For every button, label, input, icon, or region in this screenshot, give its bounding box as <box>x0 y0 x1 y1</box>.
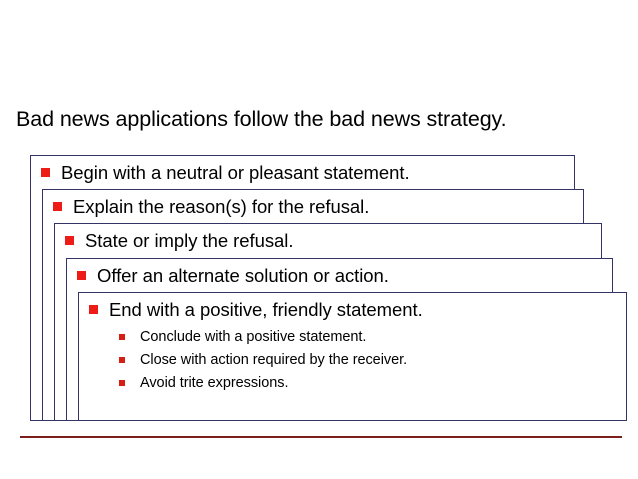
red-square-bullet-small-icon <box>119 334 125 340</box>
sub-point-2-label: Close with action required by the receiv… <box>140 352 408 368</box>
step-3-label: State or imply the refusal. <box>85 230 294 251</box>
page-title: Bad news applications follow the bad new… <box>16 107 507 131</box>
red-square-bullet-icon <box>41 168 50 177</box>
step-5-line: End with a positive, friendly statement. <box>89 298 620 322</box>
sub-point-item: Avoid trite expressions. <box>119 372 620 395</box>
red-square-bullet-icon <box>53 202 62 211</box>
step-box-5[interactable]: End with a positive, friendly statement.… <box>78 292 627 421</box>
red-square-bullet-icon <box>65 236 74 245</box>
step-2-label: Explain the reason(s) for the refusal. <box>73 196 370 217</box>
step-3-line: State or imply the refusal. <box>65 229 595 253</box>
sub-point-item: Conclude with a positive statement. <box>119 326 620 349</box>
footer-divider <box>20 436 622 438</box>
sub-point-1-label: Conclude with a positive statement. <box>140 329 367 345</box>
red-square-bullet-icon <box>77 271 86 280</box>
sub-point-3-label: Avoid trite expressions. <box>140 375 289 391</box>
red-square-bullet-icon <box>89 305 98 314</box>
red-square-bullet-small-icon <box>119 380 125 386</box>
step-4-line: Offer an alternate solution or action. <box>77 264 606 288</box>
sub-point-item: Close with action required by the receiv… <box>119 349 620 372</box>
step-5-label: End with a positive, friendly statement. <box>109 299 423 320</box>
step-4-label: Offer an alternate solution or action. <box>97 265 389 286</box>
sub-point-list: Conclude with a positive statement. Clos… <box>119 326 620 395</box>
step-1-label: Begin with a neutral or pleasant stateme… <box>61 162 410 183</box>
step-2-line: Explain the reason(s) for the refusal. <box>53 195 577 219</box>
red-square-bullet-small-icon <box>119 357 125 363</box>
step-1-line: Begin with a neutral or pleasant stateme… <box>41 161 568 185</box>
